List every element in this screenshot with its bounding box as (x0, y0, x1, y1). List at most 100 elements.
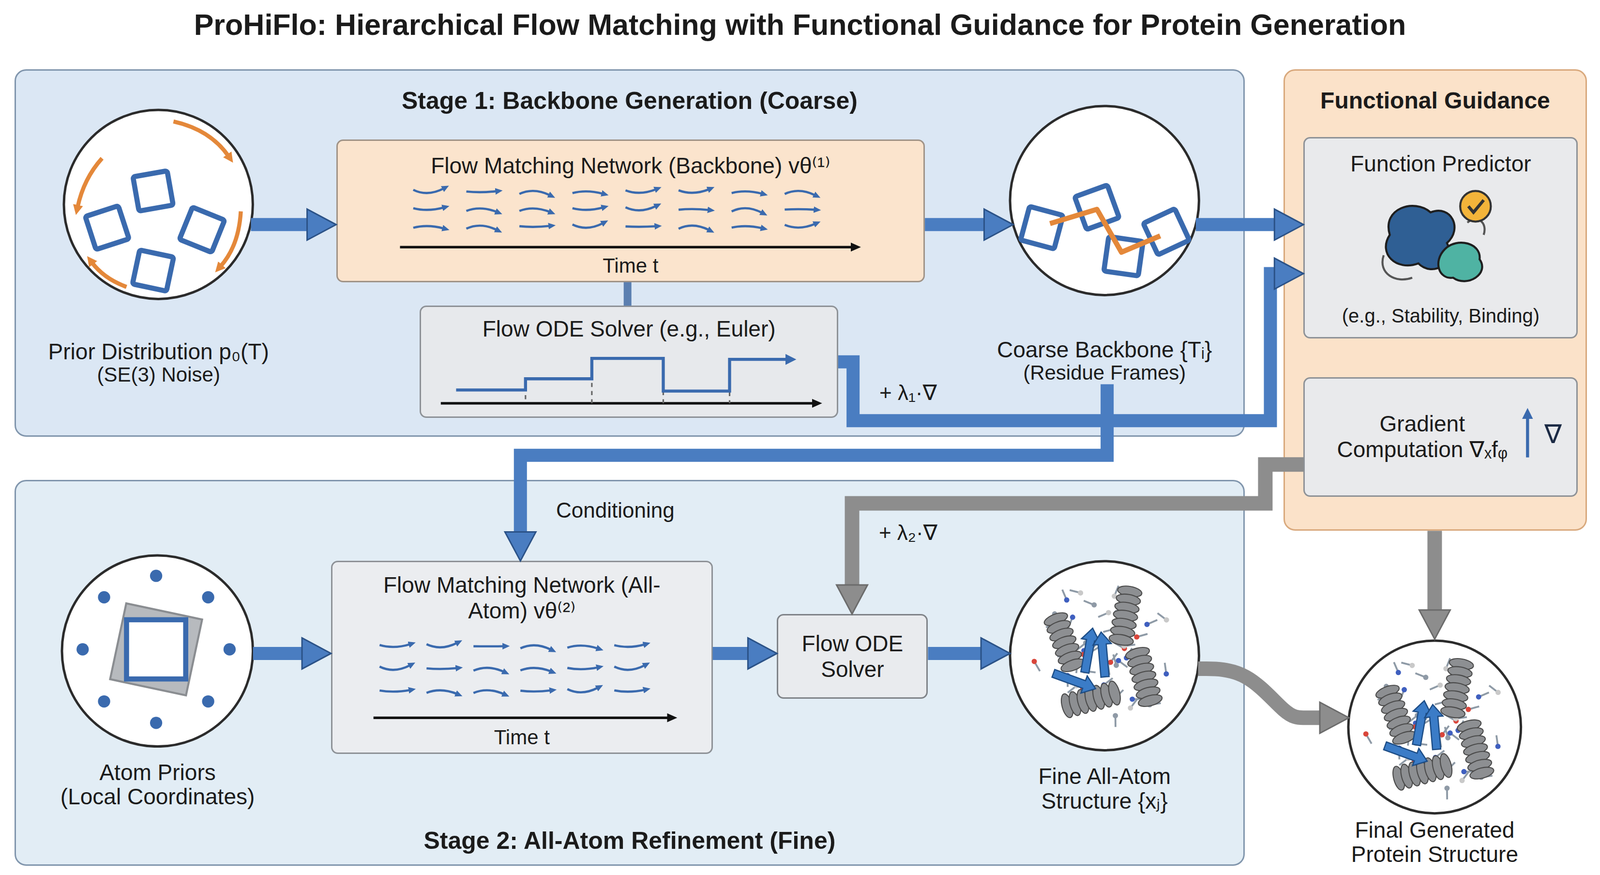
atom-priors-figure (126, 619, 186, 679)
atom-priors-figure (150, 569, 163, 582)
protein-structure (1070, 614, 1076, 620)
time-axis (373, 716, 670, 719)
vector-field (473, 644, 504, 648)
circle-caption: (SE(3) Noise) (96, 363, 220, 386)
circle-outline (1010, 560, 1199, 750)
circle-caption: Fine All-Atom Structure {xⱼ} (999, 763, 1209, 813)
protein-structure (1422, 674, 1429, 680)
connector-arrow (1427, 530, 1442, 610)
vector-field (519, 226, 550, 227)
box-label: Flow Matching Network (Backbone) vθ⁽¹⁾ (430, 152, 831, 179)
panel-heading: Stage 2: All-Atom Refinement (Fine) (423, 826, 836, 855)
circle-caption: (Local Coordinates) (60, 784, 255, 809)
atom-priors-figure (223, 642, 236, 655)
box-label: Flow ODE Solver (784, 630, 921, 682)
backbone-frames (1020, 206, 1064, 249)
circle-outline (61, 555, 254, 747)
atom-priors-figure (201, 694, 214, 708)
protein-structure (1105, 609, 1112, 616)
protein-structure (1445, 734, 1451, 740)
circle-outline (63, 109, 253, 299)
noise-frames (132, 249, 174, 291)
circle-outline (1010, 105, 1199, 295)
edge-label-holder: Conditioning (553, 498, 678, 523)
atom-priors-figure (97, 694, 110, 708)
protein-structure (1077, 589, 1084, 596)
protein-structure (1107, 659, 1114, 665)
protein-structure (1129, 695, 1135, 702)
circle-caption: (Residue Frames) (1023, 361, 1186, 384)
vector-field (678, 209, 710, 211)
connector-arrow (712, 646, 749, 660)
connector-arrow (1195, 217, 1275, 231)
title: ProHiFlo: Hierarchical Flow Matching wit… (194, 7, 1407, 42)
box-label: Time t (602, 254, 659, 278)
vector-field (426, 667, 457, 669)
vector-field (466, 191, 498, 193)
symbol-holder: ∇ (1544, 418, 1562, 449)
backbone-frames (1103, 236, 1144, 276)
protein-structure (1031, 658, 1038, 664)
protein-structure (1112, 712, 1118, 719)
final-structure-circle: Final Generated Protein Structure (1321, 638, 1549, 867)
protein-structure (1447, 729, 1453, 736)
protein-structure (1459, 777, 1465, 783)
vector-field (520, 690, 551, 692)
ode-solver-box: Flow ODE Solver (e.g., Euler) (419, 305, 838, 418)
protein-structure (1401, 686, 1407, 693)
protein-structure (1108, 584, 1143, 647)
edge-label-holder: + λ₁·∇ (876, 380, 940, 406)
edge-label-holder: + λ₂·∇ (875, 520, 941, 545)
gradient-box: Gradient Computation ∇ₓfᵩ (1303, 377, 1578, 497)
protein-structure (1439, 731, 1445, 738)
protein-structure (1113, 662, 1119, 668)
panel-heading: Stage 1: Backbone Generation (Coarse) (401, 87, 858, 116)
predictor-icon (1438, 242, 1483, 282)
vector-field (784, 209, 816, 210)
protein-structure (1461, 768, 1467, 774)
flow-network-box: Flow Matching Network (All-Atom) vθ⁽²⁾ Ti… (331, 560, 713, 754)
circle-caption: Prior Distribution p₀(T) (48, 339, 270, 364)
connector-line (623, 282, 632, 306)
circle-outline (1348, 640, 1522, 814)
protein-structure (1476, 694, 1482, 700)
box-label: Time t (494, 725, 550, 749)
protein-structure (1409, 662, 1415, 668)
vector-field (625, 226, 656, 227)
protein-structure (1091, 602, 1097, 608)
protein-structure (1363, 730, 1369, 737)
protein-structure (1127, 705, 1133, 711)
atom-priors-figure (97, 590, 110, 604)
box-label: Function Predictor (1350, 150, 1531, 177)
connector-arrow (250, 217, 307, 231)
atom-priors-figure (76, 642, 89, 655)
box-label: Flow Matching Network (All-Atom) vθ⁽²⁾ (374, 572, 670, 624)
atom-priors-figure (150, 716, 163, 729)
protein-structure (1495, 743, 1501, 749)
edge-label: + λ₁·∇ (876, 380, 940, 406)
circle-caption: Final Generated Protein Structure (1325, 817, 1545, 867)
protein-structure (1144, 621, 1150, 627)
protein-structure (1116, 657, 1122, 664)
ode-solver-box: Flow ODE Solver (776, 613, 928, 699)
connector-arrow (253, 646, 302, 660)
guidance-panel: Functional GuidanceFunction Predictor (e.… (1283, 69, 1587, 531)
panel-heading: Functional Guidance (1320, 87, 1551, 114)
atom-priors-figure (201, 590, 214, 604)
noise-frames (85, 205, 129, 250)
gradient-arrow (1525, 416, 1529, 457)
protein-structure (1133, 633, 1140, 640)
edge-label: Conditioning (553, 498, 678, 523)
noise-frames (133, 170, 174, 212)
circle-caption: Atom Priors (99, 759, 216, 785)
title-holder: ProHiFlo: Hierarchical Flow Matching wit… (194, 7, 1407, 42)
box-label: (e.g., Stability, Binding) (1342, 304, 1540, 327)
protein-structure (1064, 597, 1070, 603)
predictor-icon (1468, 199, 1484, 212)
protein-structure (1495, 689, 1501, 695)
symbol-label: ∇ (1544, 418, 1562, 449)
protein-structure (1437, 681, 1443, 688)
stage-panel: Stage 1: Backbone Generation (Coarse) Pri… (14, 69, 1246, 437)
circle-caption: Coarse Backbone {Tᵢ} (996, 337, 1213, 363)
